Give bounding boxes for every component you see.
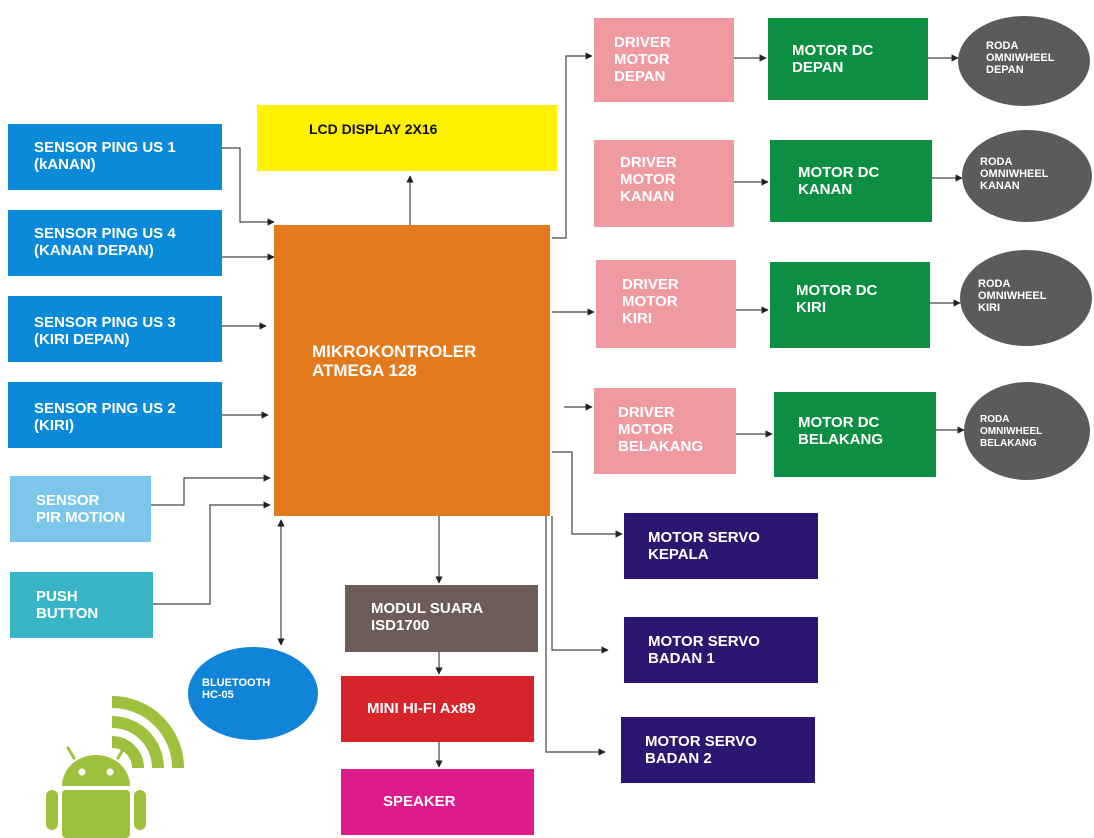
wheel-belakang-ellipse: RODA OMNIWHEEL BELAKANG (964, 382, 1090, 480)
arrow-button-mcu (153, 501, 271, 605)
amplifier-block: MINI HI-FI Ax89 (341, 676, 534, 742)
motor-dc-kanan-block: MOTOR DC KANAN (770, 140, 932, 222)
arrow-mcu-servo-kepala (552, 451, 623, 538)
sensor-ping-us-1-block: SENSOR PING US 1 (kANAN) (8, 124, 222, 190)
microcontroller-block: MIKROKONTROLER ATMEGA 128 (274, 225, 550, 516)
arrow-pir-mcu (151, 474, 271, 506)
arrow-ping1-mcu (222, 147, 275, 226)
wireless-signal-icon (111, 696, 184, 769)
sound-module-block: MODUL SUARA ISD1700 (345, 585, 538, 652)
android-robot-icon (46, 746, 146, 838)
motor-dc-depan-block: MOTOR DC DEPAN (768, 18, 928, 100)
driver-motor-kiri-block: DRIVER MOTOR KIRI (596, 260, 736, 348)
arrow-mcu-servo-badan1 (551, 516, 609, 654)
speaker-block: SPEAKER (341, 769, 534, 835)
wheel-kanan-ellipse: RODA OMNIWHEEL KANAN (962, 130, 1092, 222)
sensor-ping-us-2-block: SENSOR PING US 2 (KIRI) (8, 382, 222, 448)
sensor-pir-motion-block: SENSOR PIR MOTION (10, 476, 151, 542)
driver-motor-kanan-block: DRIVER MOTOR KANAN (594, 140, 734, 227)
driver-motor-belakang-block: DRIVER MOTOR BELAKANG (594, 388, 736, 474)
motor-dc-belakang-block: MOTOR DC BELAKANG (774, 392, 936, 477)
motor-servo-badan-1-block: MOTOR SERVO BADAN 1 (624, 617, 818, 683)
sensor-ping-us-4-block: SENSOR PING US 4 (KANAN DEPAN) (8, 210, 222, 276)
wheel-depan-ellipse: RODA OMNIWHEEL DEPAN (958, 16, 1090, 106)
lcd-display-block: LCD DISPLAY 2X16 (257, 105, 557, 171)
arrow-mcu-driver-depan (552, 52, 593, 239)
motor-servo-badan-2-block: MOTOR SERVO BADAN 2 (621, 717, 815, 783)
push-button-block: PUSH BUTTON (10, 572, 153, 638)
motor-servo-kepala-block: MOTOR SERVO KEPALA (624, 513, 818, 579)
bluetooth-module-ellipse: BLUETOOTH HC-05 (188, 647, 318, 740)
motor-dc-kiri-block: MOTOR DC KIRI (770, 262, 930, 348)
sensor-ping-us-3-block: SENSOR PING US 3 (KIRI DEPAN) (8, 296, 222, 362)
arrow-mcu-servo-badan2 (545, 516, 606, 756)
wheel-kiri-ellipse: RODA OMNIWHEEL KIRI (960, 250, 1092, 346)
driver-motor-depan-block: DRIVER MOTOR DEPAN (594, 18, 734, 102)
